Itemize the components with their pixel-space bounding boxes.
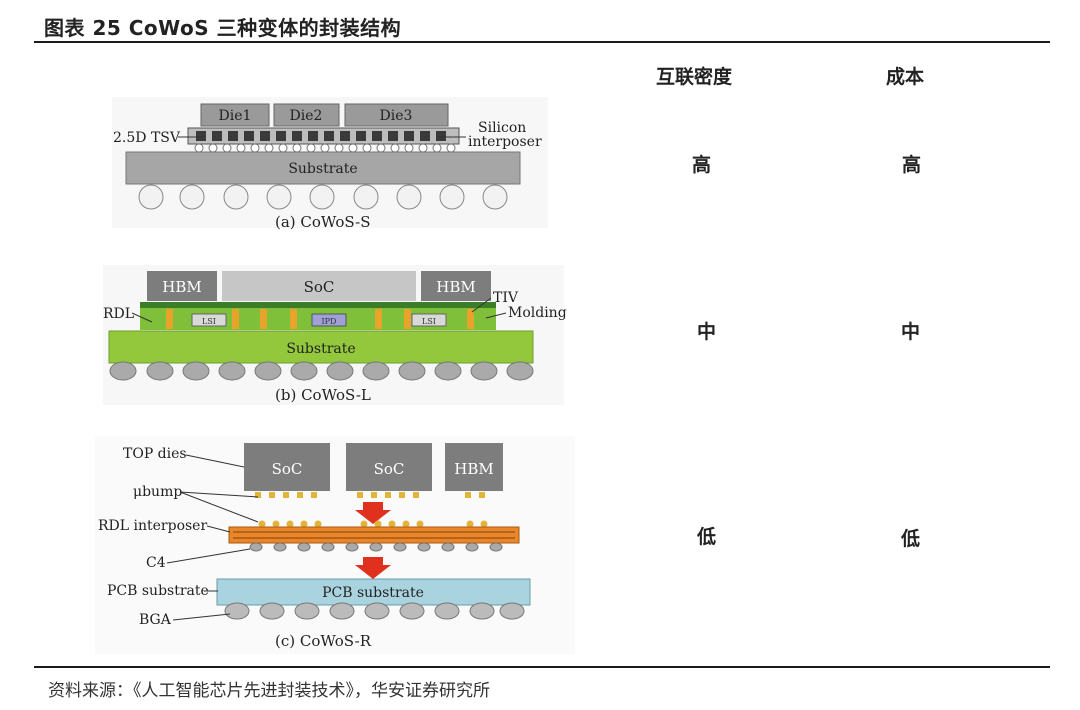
ubump-label: μbump <box>133 484 182 500</box>
substrate-s-label: Substrate <box>288 161 357 177</box>
pcb-substrate-label: PCB substrate <box>107 583 209 599</box>
tiv-label: TIV <box>493 290 519 306</box>
bga-balls-r <box>224 602 525 620</box>
die3-block <box>344 103 449 127</box>
die1-block <box>200 103 270 127</box>
density-cowos-r: 低 <box>697 526 717 548</box>
die3-label: Die3 <box>380 108 413 124</box>
micro-bump-row <box>140 302 496 308</box>
soc2-block <box>346 443 432 491</box>
cost-cowos-l: 中 <box>901 321 921 343</box>
tiv-pillars <box>166 309 474 329</box>
interposer-bumps <box>194 143 456 153</box>
die2-block <box>273 103 340 127</box>
hbm-right-block <box>421 271 491 301</box>
assembly-arrow-bottom <box>355 557 391 579</box>
hbm-label-r: HBM <box>454 460 493 478</box>
rdl-leader <box>131 312 153 323</box>
pcb-substrate-block <box>216 578 531 606</box>
c4-bumps <box>249 542 503 552</box>
soc1-block <box>244 443 330 491</box>
rdl-interposer <box>228 526 520 544</box>
top-rule <box>34 41 1050 43</box>
column-header-cost: 成本 <box>886 66 925 88</box>
c4-leader <box>166 548 251 564</box>
hbm-left-label: HBM <box>162 278 201 296</box>
molding-label: Molding <box>508 305 567 321</box>
rdl-label: RDL <box>103 306 134 322</box>
substrate-l <box>108 330 534 364</box>
caption-cowos-r: (c) CoWoS-R <box>275 632 372 650</box>
cost-cowos-s: 高 <box>902 154 922 176</box>
ipd-label: IPD <box>322 317 337 326</box>
soc1-label: SoC <box>272 460 303 478</box>
lsi-left-label: LSI <box>202 317 216 326</box>
soc-block-l <box>222 271 416 301</box>
bottom-rule <box>34 666 1050 668</box>
interposer-label-line1: Silicon <box>478 120 526 136</box>
bga-balls-s <box>138 184 508 210</box>
bga-label: BGA <box>139 612 172 628</box>
top-dies-label: TOP dies <box>123 446 187 462</box>
caption-cowos-s: (a) CoWoS-S <box>275 213 371 231</box>
molding-leader <box>485 312 507 319</box>
soc2-label: SoC <box>374 460 405 478</box>
interposer-label-line2: interposer <box>468 134 542 150</box>
lsi-right-label: LSI <box>422 317 436 326</box>
pcb-box-label: PCB substrate <box>322 585 424 601</box>
caption-cowos-l: (b) CoWoS-L <box>275 386 371 404</box>
figure-title: 图表 25 CoWoS 三种变体的封装结构 <box>44 16 402 40</box>
assembly-arrow-top <box>355 502 391 524</box>
density-cowos-s: 高 <box>692 154 712 176</box>
ubump-leader-1 <box>179 491 259 498</box>
substrate-s <box>125 151 521 185</box>
ipd-block <box>311 313 347 327</box>
diagram-cowos-r: SoC SoC HBM PCB substrate <box>95 436 575 654</box>
ubump-leader-2 <box>179 491 259 523</box>
substrate-l-label: Substrate <box>286 341 355 357</box>
top-dies-leader <box>185 454 245 468</box>
source-note: 资料来源：《人工智能芯片先进封装技术》，华安证券研究所 <box>48 681 490 701</box>
hbm-right-label: HBM <box>436 278 475 296</box>
bga-balls-l <box>109 361 534 381</box>
hbm-left-block <box>147 271 217 301</box>
tiv-leader <box>471 297 492 313</box>
diagram-cowos-s: Die1 Die2 Die3 Substrate 2.5D TSV Sil <box>112 97 548 231</box>
diagram-cowos-l: HBM SoC HBM LSI IPD LSI Substrate RDL TI… <box>103 265 567 405</box>
cost-cowos-r: 低 <box>901 528 921 550</box>
lsi-right-block <box>411 313 447 327</box>
rdl-interposer-label: RDL interposer <box>98 518 207 534</box>
micro-bumps-top <box>255 492 485 498</box>
hbm-block-r <box>445 443 503 491</box>
rdl-interposer-leader <box>206 525 231 533</box>
c4-label: C4 <box>146 555 166 571</box>
lsi-left-block <box>191 313 227 327</box>
micro-bumps-interposer <box>258 520 488 528</box>
tsv-array <box>196 131 446 141</box>
column-header-density: 互联密度 <box>656 66 733 88</box>
density-cowos-l: 中 <box>697 321 717 343</box>
die1-label: Die1 <box>219 108 252 124</box>
tsv-label: 2.5D TSV <box>113 130 181 146</box>
bga-leader <box>172 613 231 621</box>
soc-label-l: SoC <box>304 278 335 296</box>
die2-label: Die2 <box>290 108 323 124</box>
